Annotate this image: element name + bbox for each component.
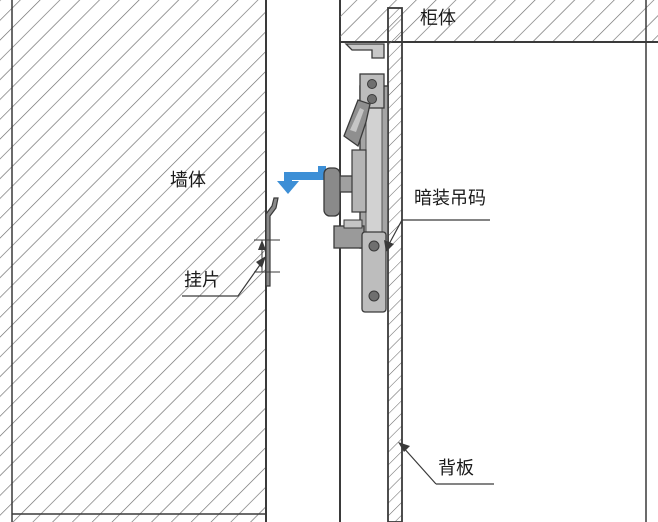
- hanger-body-inner: [365, 91, 383, 243]
- upper-screw-1: [367, 79, 377, 89]
- leader-hanger-head: [384, 240, 394, 252]
- hook-connector: [351, 149, 367, 213]
- hanger-top-cap: [344, 43, 385, 59]
- label-back-panel: 背板: [438, 458, 474, 479]
- lower-adjuster: [333, 225, 365, 249]
- wall-section: [0, 0, 266, 522]
- leader-back-panel-head: [398, 442, 410, 452]
- hanger-lever-highlight: [350, 108, 364, 132]
- label-hanging-plate: 挂片: [184, 270, 220, 291]
- lower-screw-1: [368, 240, 380, 252]
- hanging-plate: [265, 197, 279, 287]
- lower-adjuster-tab: [343, 219, 363, 229]
- leader-plate: [182, 261, 263, 297]
- lower-mount-plate: [361, 231, 387, 313]
- leader-back-panel: [401, 445, 494, 485]
- label-concealed-hanger: 暗装吊码: [414, 188, 486, 209]
- leader-hanger: [387, 219, 490, 247]
- lower-screw-2: [368, 290, 380, 302]
- label-wall: 墙体: [170, 170, 206, 191]
- upper-screw-2: [367, 94, 377, 104]
- hook-arrow-head: [277, 181, 299, 194]
- plate-dim-arrowhead: [258, 240, 266, 250]
- label-cabinet: 柜体: [420, 8, 456, 29]
- leader-plate-head: [256, 256, 266, 268]
- hook-arrow: [284, 166, 326, 183]
- back-panel: [387, 7, 403, 522]
- hook-knob: [323, 167, 341, 217]
